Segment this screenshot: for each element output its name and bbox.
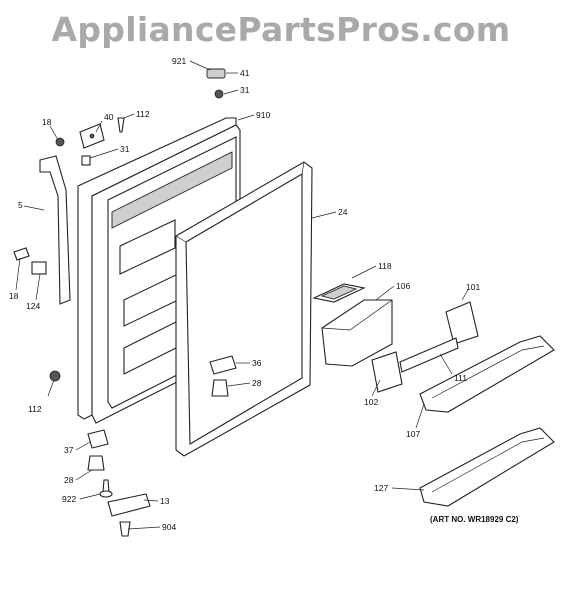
- door-shelf-127: [419, 427, 555, 507]
- callout-922: 922: [62, 494, 76, 504]
- dairy-compartment: [321, 299, 393, 367]
- bin-end-cap-101: [445, 301, 479, 345]
- callout-101: 101: [466, 282, 480, 292]
- callout-18: 18: [42, 117, 52, 127]
- callout-18: 18: [9, 291, 19, 301]
- callout-41: 41: [240, 68, 250, 78]
- callout-37: 37: [64, 445, 74, 455]
- callout-31: 31: [120, 144, 130, 154]
- bottom-hinge-parts: [87, 429, 151, 537]
- watermark-logo: AppliancePartsPros.com: [51, 10, 511, 49]
- callout-28: 28: [64, 475, 74, 485]
- hinge-top-parts: [55, 68, 226, 166]
- callout-28: 28: [252, 378, 262, 388]
- callout-102: 102: [364, 397, 378, 407]
- callout-904: 904: [162, 522, 176, 532]
- dairy-door-lid: [312, 283, 366, 303]
- callout-127: 127: [374, 483, 388, 493]
- callout-13: 13: [160, 496, 170, 506]
- callout-111: 111: [454, 373, 467, 383]
- bin-end-cap-102: [371, 351, 403, 393]
- hinge-pin-left: [13, 247, 61, 382]
- callout-124: 124: [26, 301, 40, 311]
- callout-36: 36: [252, 358, 262, 368]
- callout-107: 107: [406, 429, 420, 439]
- callout-labels: 921 41 31 910 40 112 18 31 5 24 118 106 …: [9, 56, 480, 532]
- callout-118: 118: [378, 261, 392, 271]
- leader-lines: [15, 60, 469, 530]
- bin-bar-111: [399, 337, 459, 373]
- art-number: (ART NO. WR18929 C2): [430, 515, 519, 524]
- callout-24: 24: [338, 207, 348, 217]
- callout-112: 112: [136, 109, 150, 119]
- door-shelf-107: [419, 335, 555, 413]
- callout-921: 921: [172, 56, 186, 66]
- callout-31: 31: [240, 85, 250, 95]
- door-handle: [39, 155, 71, 305]
- callout-910: 910: [256, 110, 270, 120]
- callout-40: 40: [104, 112, 114, 122]
- door-gasket: [175, 161, 313, 457]
- callout-106: 106: [396, 281, 410, 291]
- gasket-hinge-parts: [209, 355, 237, 397]
- callout-112: 112: [28, 404, 42, 414]
- callout-5: 5: [18, 200, 23, 210]
